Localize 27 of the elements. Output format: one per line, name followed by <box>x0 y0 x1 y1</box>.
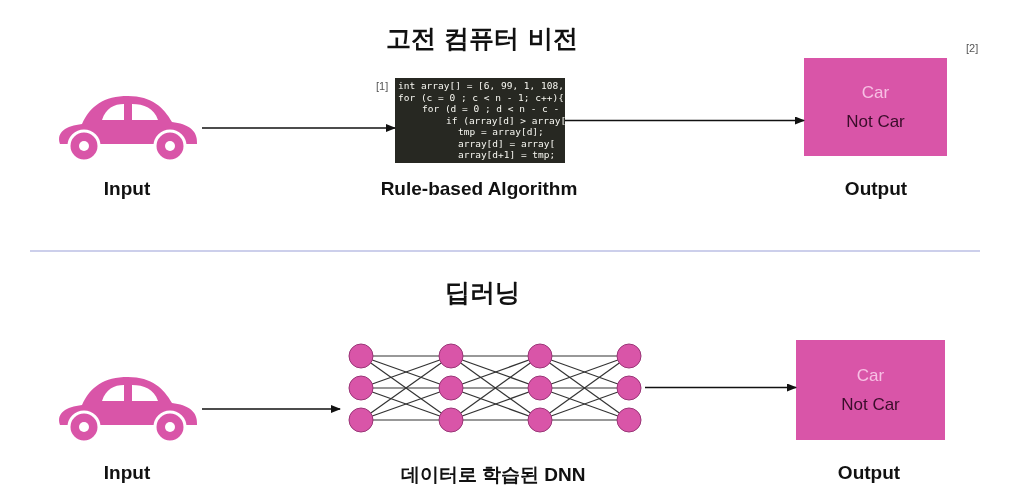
code-line: if (array[d] > array[ <box>445 114 565 126</box>
output-option: Not Car <box>841 390 900 419</box>
output-option: Car <box>856 361 885 390</box>
caption-text: Input <box>103 178 151 200</box>
section-heading: 고전 컴퓨터 비전 <box>385 23 579 55</box>
section-heading: 딥러닝 <box>444 277 520 309</box>
arrow <box>564 116 805 125</box>
caption-text: 데이터로 학습된 DNN <box>400 463 586 487</box>
arrow <box>201 124 396 132</box>
output-option: Not Car <box>846 107 905 136</box>
code-line: tmp = array[d]; <box>457 126 545 138</box>
arrow <box>201 405 341 413</box>
reference-mark: [2] <box>966 42 979 54</box>
code-line: array[d] = array[ <box>457 137 557 149</box>
code-line: int array[] = [6, 99, 1, 108, <box>398 80 565 92</box>
code-line: for (d = 0 ; d < n - c - <box>421 103 561 115</box>
caption-text: Input <box>103 462 151 484</box>
output-box <box>804 58 947 156</box>
caption-text: Rule-based Algorithm <box>380 178 578 200</box>
caption-text: Output <box>844 178 908 200</box>
output-box <box>796 340 945 440</box>
code-line: array[d+1] = tmp; <box>457 149 557 161</box>
caption-text: Output <box>837 462 901 484</box>
arrow <box>644 383 797 392</box>
output-option: Car <box>861 78 890 107</box>
code-line: for (c = 0 ; c < n - 1; c++){ <box>398 91 565 103</box>
code-snippet <box>395 78 565 163</box>
